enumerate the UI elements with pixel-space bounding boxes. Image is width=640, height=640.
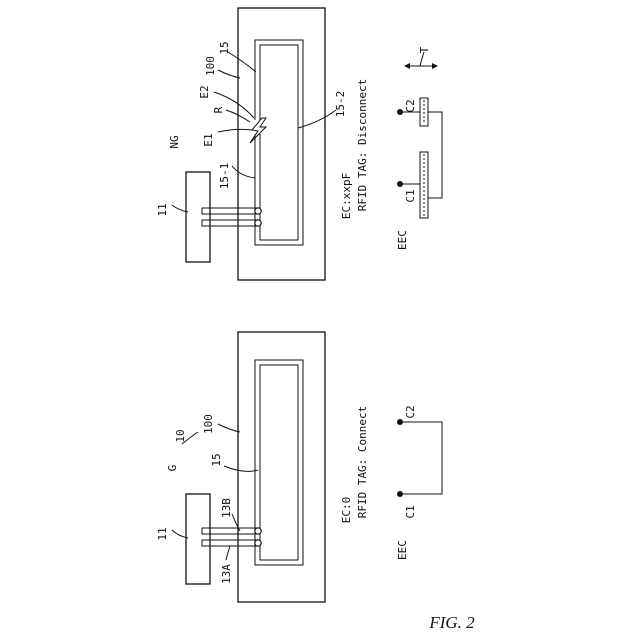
text-g-rfid: RFID TAG: Connect: [356, 406, 369, 519]
text-ng-ec: EC:xxpF: [340, 173, 353, 219]
terminal-upper-bottom: [255, 528, 261, 534]
text-ng-rfid: RFID TAG: Disconnect: [356, 79, 369, 211]
label-100-bottom: 100: [202, 414, 215, 434]
label-15-top: 15: [218, 41, 231, 54]
substrate-100-bottom: [238, 332, 325, 602]
label-E2: E2: [198, 85, 211, 98]
label-11-top: 11: [156, 203, 169, 216]
label-100-top: 100: [204, 56, 217, 76]
wire-return-top: [428, 112, 442, 198]
terminal-lower-top: [255, 220, 261, 226]
chip-11-top: [186, 172, 210, 262]
label-c2-top: C2: [404, 99, 417, 112]
leader-100-bottom: [218, 424, 240, 432]
plate-c1: [420, 152, 428, 218]
label-15-2: 15-2: [334, 91, 347, 118]
label-T: T: [418, 46, 431, 53]
terminal-upper-top: [255, 208, 261, 214]
figure-caption: FIG. 2: [428, 613, 475, 632]
label-11-bottom: 11: [156, 527, 169, 540]
leader-100-top: [218, 70, 240, 78]
label-13A: 13A: [220, 564, 233, 584]
label-eec-top: EEC: [396, 230, 409, 250]
label-E1: E1: [202, 133, 215, 146]
leader-13A: [226, 546, 230, 560]
label-10: 10: [174, 429, 187, 442]
terminal-lower-bottom: [255, 540, 261, 546]
label-eec-bottom: EEC: [396, 540, 409, 560]
label-c2-bottom: C2: [404, 405, 417, 418]
label-g: G: [166, 465, 179, 472]
label-13B: 13B: [220, 498, 233, 518]
panel-g: G 10 100 15 11 13B 13A EC:0 RFID TAG: Co…: [156, 332, 442, 602]
chip-11-bottom: [186, 494, 210, 584]
label-R: R: [212, 106, 225, 113]
t-arrow-right-icon: [432, 63, 438, 69]
label-c1-top: C1: [404, 189, 417, 202]
label-c1-bottom: C1: [404, 505, 417, 518]
eec-circuit-bottom: [397, 419, 442, 497]
label-15-bottom: 15: [210, 453, 223, 466]
panel-ng: NG 11 15-1 E1 R E2 100 15 15-2 EC:xxpF R…: [156, 8, 442, 280]
wire-short-bottom: [400, 422, 442, 494]
label-ng: NG: [168, 135, 181, 148]
label-15-1: 15-1: [218, 163, 231, 190]
substrate-100-top: [238, 8, 325, 280]
t-arrow-left-icon: [404, 63, 410, 69]
text-g-ec: EC:0: [340, 497, 353, 524]
